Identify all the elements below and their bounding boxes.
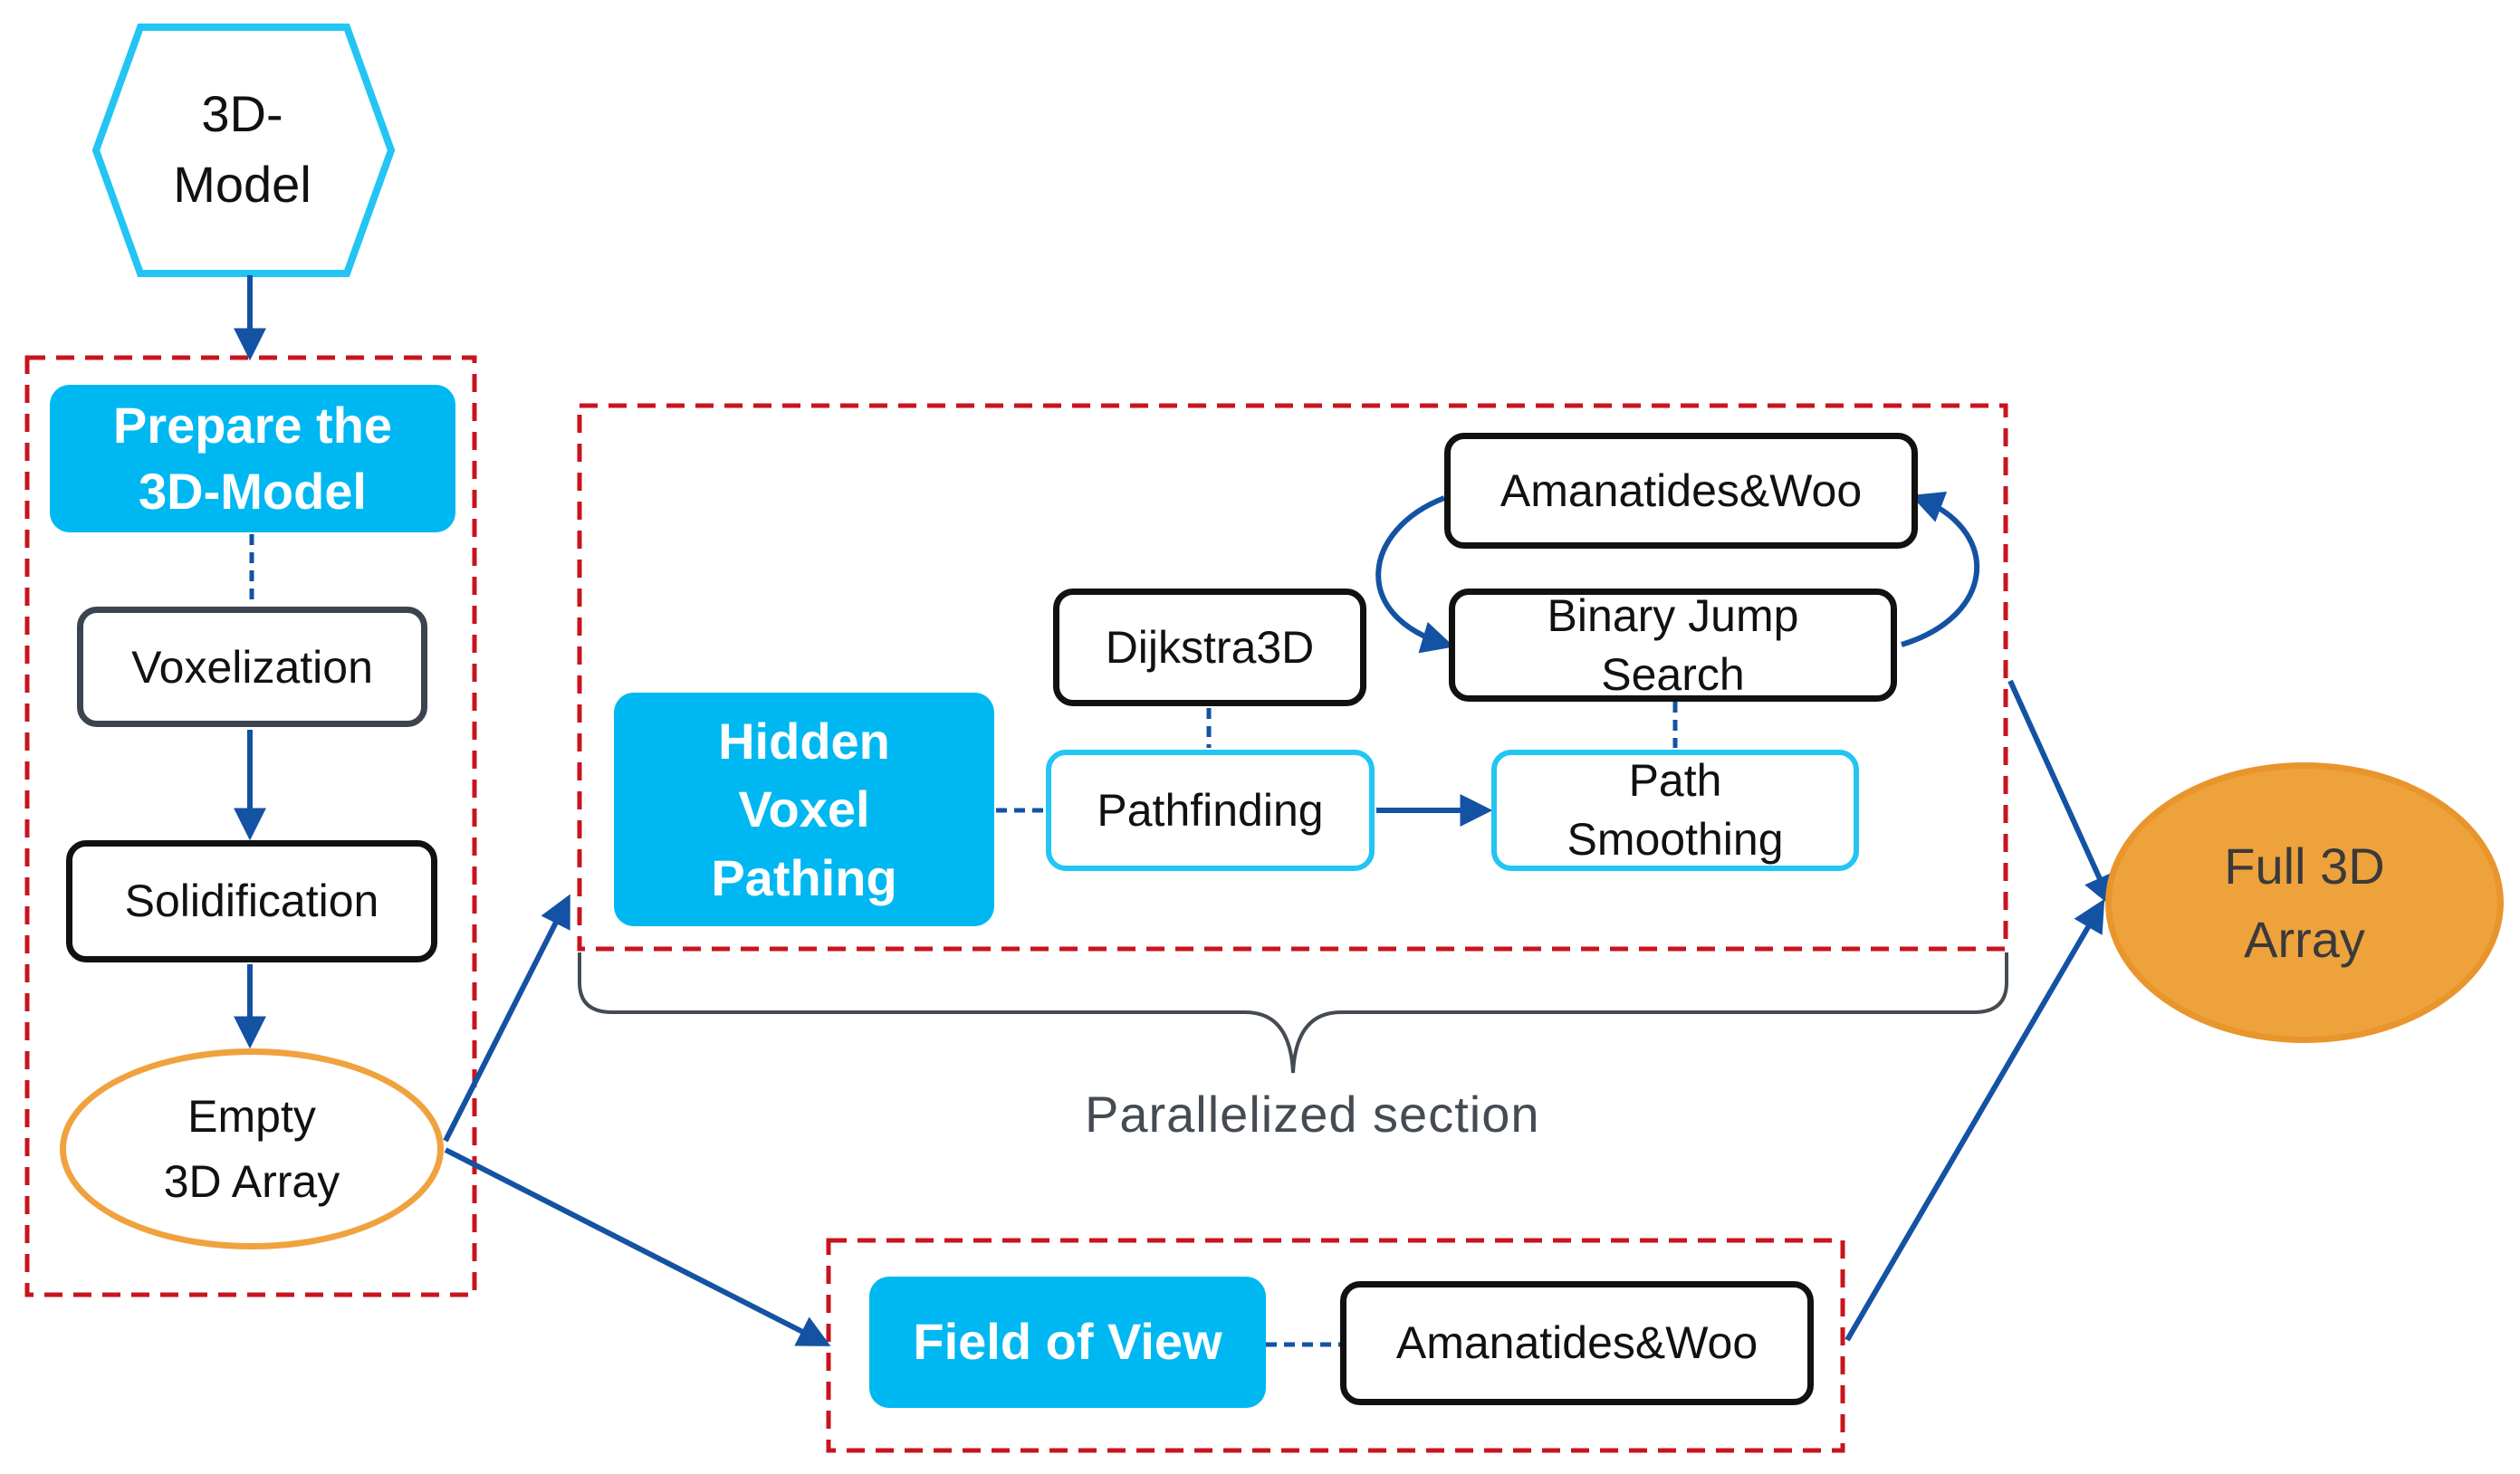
array-to-pathing-arrow (443, 894, 570, 1143)
dijkstra3d-node: Dijkstra3D (1053, 589, 1366, 706)
voxelization-node: Voxelization (77, 607, 427, 727)
field-of-view-node: Field of View (869, 1277, 1266, 1408)
fov-group-border (826, 1238, 1845, 1453)
prepare-model-node: Prepare the 3D-Model (50, 385, 455, 532)
parallel-section-brace (578, 952, 2008, 1074)
amanatides-to-binaryjump-loop-arrow (1375, 495, 1455, 654)
model-node-label: 3D- Model (173, 84, 311, 213)
model-hexagon (91, 24, 396, 277)
path-smoothing-node: Path Smoothing (1491, 750, 1859, 871)
full-3d-array-node: Full 3D Array (2105, 762, 2504, 1043)
pathing-to-result-arrow (2007, 679, 2115, 908)
amanatides-woo-top-node: Amanatides&Woo (1444, 433, 1918, 549)
binary-jump-search-node: Binary Jump Search (1449, 589, 1897, 702)
parallel-section-label: Parallelized section (1085, 1086, 1540, 1143)
solidification-node: Solidification (66, 840, 437, 962)
hidden-voxel-pathing-node: Hidden Voxel Pathing (614, 693, 994, 926)
array-to-fov-arrow (444, 1147, 831, 1346)
binaryjump-to-amanatides-loop-arrow (1901, 492, 1979, 647)
pathing-group-border (577, 403, 2008, 952)
empty-array-node: Empty 3D Array (60, 1048, 444, 1249)
prepare-group-border (24, 355, 477, 1297)
amanatides-woo-bottom-node: Amanatides&Woo (1340, 1281, 1814, 1405)
fov-to-result-arrow (1844, 898, 2105, 1342)
pathfinding-node: Pathfinding (1046, 750, 1375, 871)
